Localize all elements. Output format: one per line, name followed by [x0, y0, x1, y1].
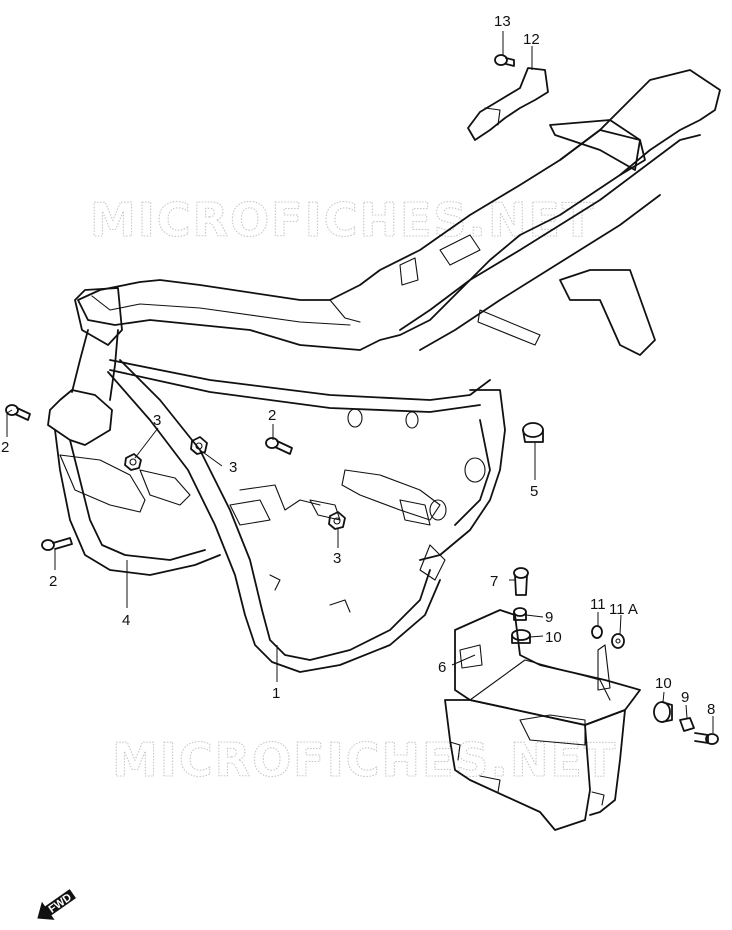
- callout-10-right: 10: [655, 675, 672, 692]
- watermark-bottom: MICROFICHES.NET: [112, 733, 617, 787]
- callout-4: 4: [122, 612, 130, 629]
- nut-part-3-left: [124, 453, 142, 471]
- callout-11a: 11 A: [609, 601, 638, 618]
- callout-5: 5: [530, 483, 538, 500]
- callout-13: 13: [494, 13, 511, 30]
- callout-3-center: 3: [229, 459, 237, 476]
- lower-cradle-part-4: [54, 429, 271, 576]
- cap-part-5: [522, 422, 544, 443]
- callout-1: 1: [272, 685, 280, 702]
- watermark-top: MICROFICHES.NET: [90, 193, 595, 247]
- collar-part-9-top: [513, 607, 527, 621]
- callout-8: 8: [707, 701, 715, 718]
- callout-2-left-bottom: 2: [49, 573, 57, 590]
- bolt-part-2-center: [265, 437, 293, 455]
- fwd-arrow-icon: FWD: [37, 889, 76, 920]
- callout-2-left-top: 2: [1, 439, 9, 456]
- bolt-part-2-left-top: [5, 404, 31, 421]
- washer-part-11: [591, 625, 603, 639]
- nut-part-3-bottom: [328, 511, 346, 530]
- battery-box-part-6: [444, 609, 641, 831]
- callout-3-bottom: 3: [333, 550, 341, 567]
- callout-9-top: 9: [545, 609, 553, 626]
- grommet-part-10-top: [511, 629, 531, 644]
- nut-part-3-center: [190, 436, 208, 455]
- callout-11: 11: [590, 596, 606, 613]
- bolt-part-2-left-bottom: [41, 537, 73, 551]
- callout-9-right: 9: [681, 689, 689, 706]
- bolt-part-13: [494, 54, 515, 67]
- callout-10-top: 10: [545, 629, 562, 646]
- grommet-part-10-right: [653, 701, 673, 723]
- bolt-part-7: [513, 567, 529, 596]
- callout-12: 12: [523, 31, 540, 48]
- rear-bracket-part-12: [467, 67, 549, 141]
- callouts: 13 12 2 2 2 3 3 3 4 1 5 6 7 9 10 11 11 A…: [1, 13, 715, 718]
- callout-7: 7: [490, 573, 498, 590]
- collar-part-9-right: [679, 717, 695, 732]
- bolt-part-8: [694, 732, 719, 745]
- washer-part-11a: [611, 633, 625, 649]
- callout-2-center: 2: [268, 407, 276, 424]
- main-frame: [47, 69, 721, 673]
- leader-lines: [6, 31, 714, 733]
- callout-6: 6: [438, 659, 446, 676]
- callout-3-left: 3: [153, 412, 161, 429]
